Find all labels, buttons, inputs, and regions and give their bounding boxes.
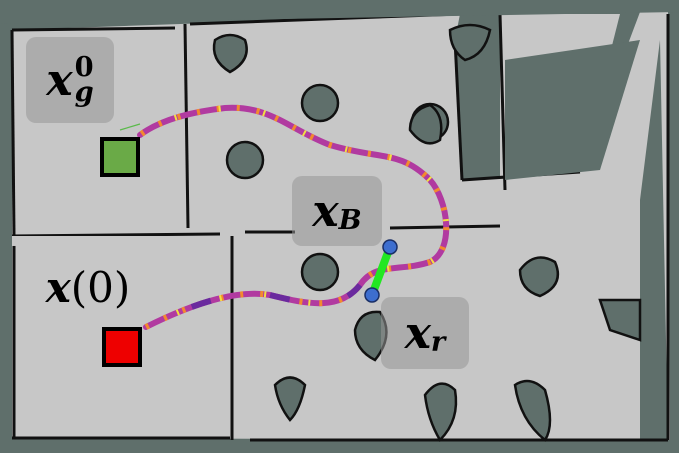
goal-label: x 0 g xyxy=(26,37,114,123)
goal-marker xyxy=(100,137,140,177)
goal-label-scripts: 0 g xyxy=(74,51,94,108)
green-segment xyxy=(368,243,394,299)
corridor xyxy=(12,236,230,246)
goal-label-sub: g xyxy=(74,76,94,108)
robot-label-sub: r xyxy=(430,325,446,358)
goal-label-main: x xyxy=(46,54,73,106)
segment-node-top xyxy=(382,239,398,255)
top-border xyxy=(0,0,679,24)
segment-node-bottom xyxy=(364,287,380,303)
boundary-label: x B xyxy=(292,176,382,246)
robot-label: x r xyxy=(381,297,469,369)
robot-label-main: x xyxy=(404,307,431,359)
start-label-main: x xyxy=(45,262,71,312)
trajectory xyxy=(119,104,450,330)
goal-label-sup: 0 xyxy=(74,51,94,84)
path-accent xyxy=(138,104,450,330)
boundary-label-sub: B xyxy=(338,203,362,236)
obstacles xyxy=(212,23,642,443)
start-marker xyxy=(102,327,142,367)
goal-tick xyxy=(119,123,141,131)
outer-region xyxy=(505,40,640,180)
boundary-label-main: x xyxy=(312,185,339,237)
start-label-arg: (0) xyxy=(70,262,131,312)
start-label: x (0) xyxy=(26,255,150,319)
